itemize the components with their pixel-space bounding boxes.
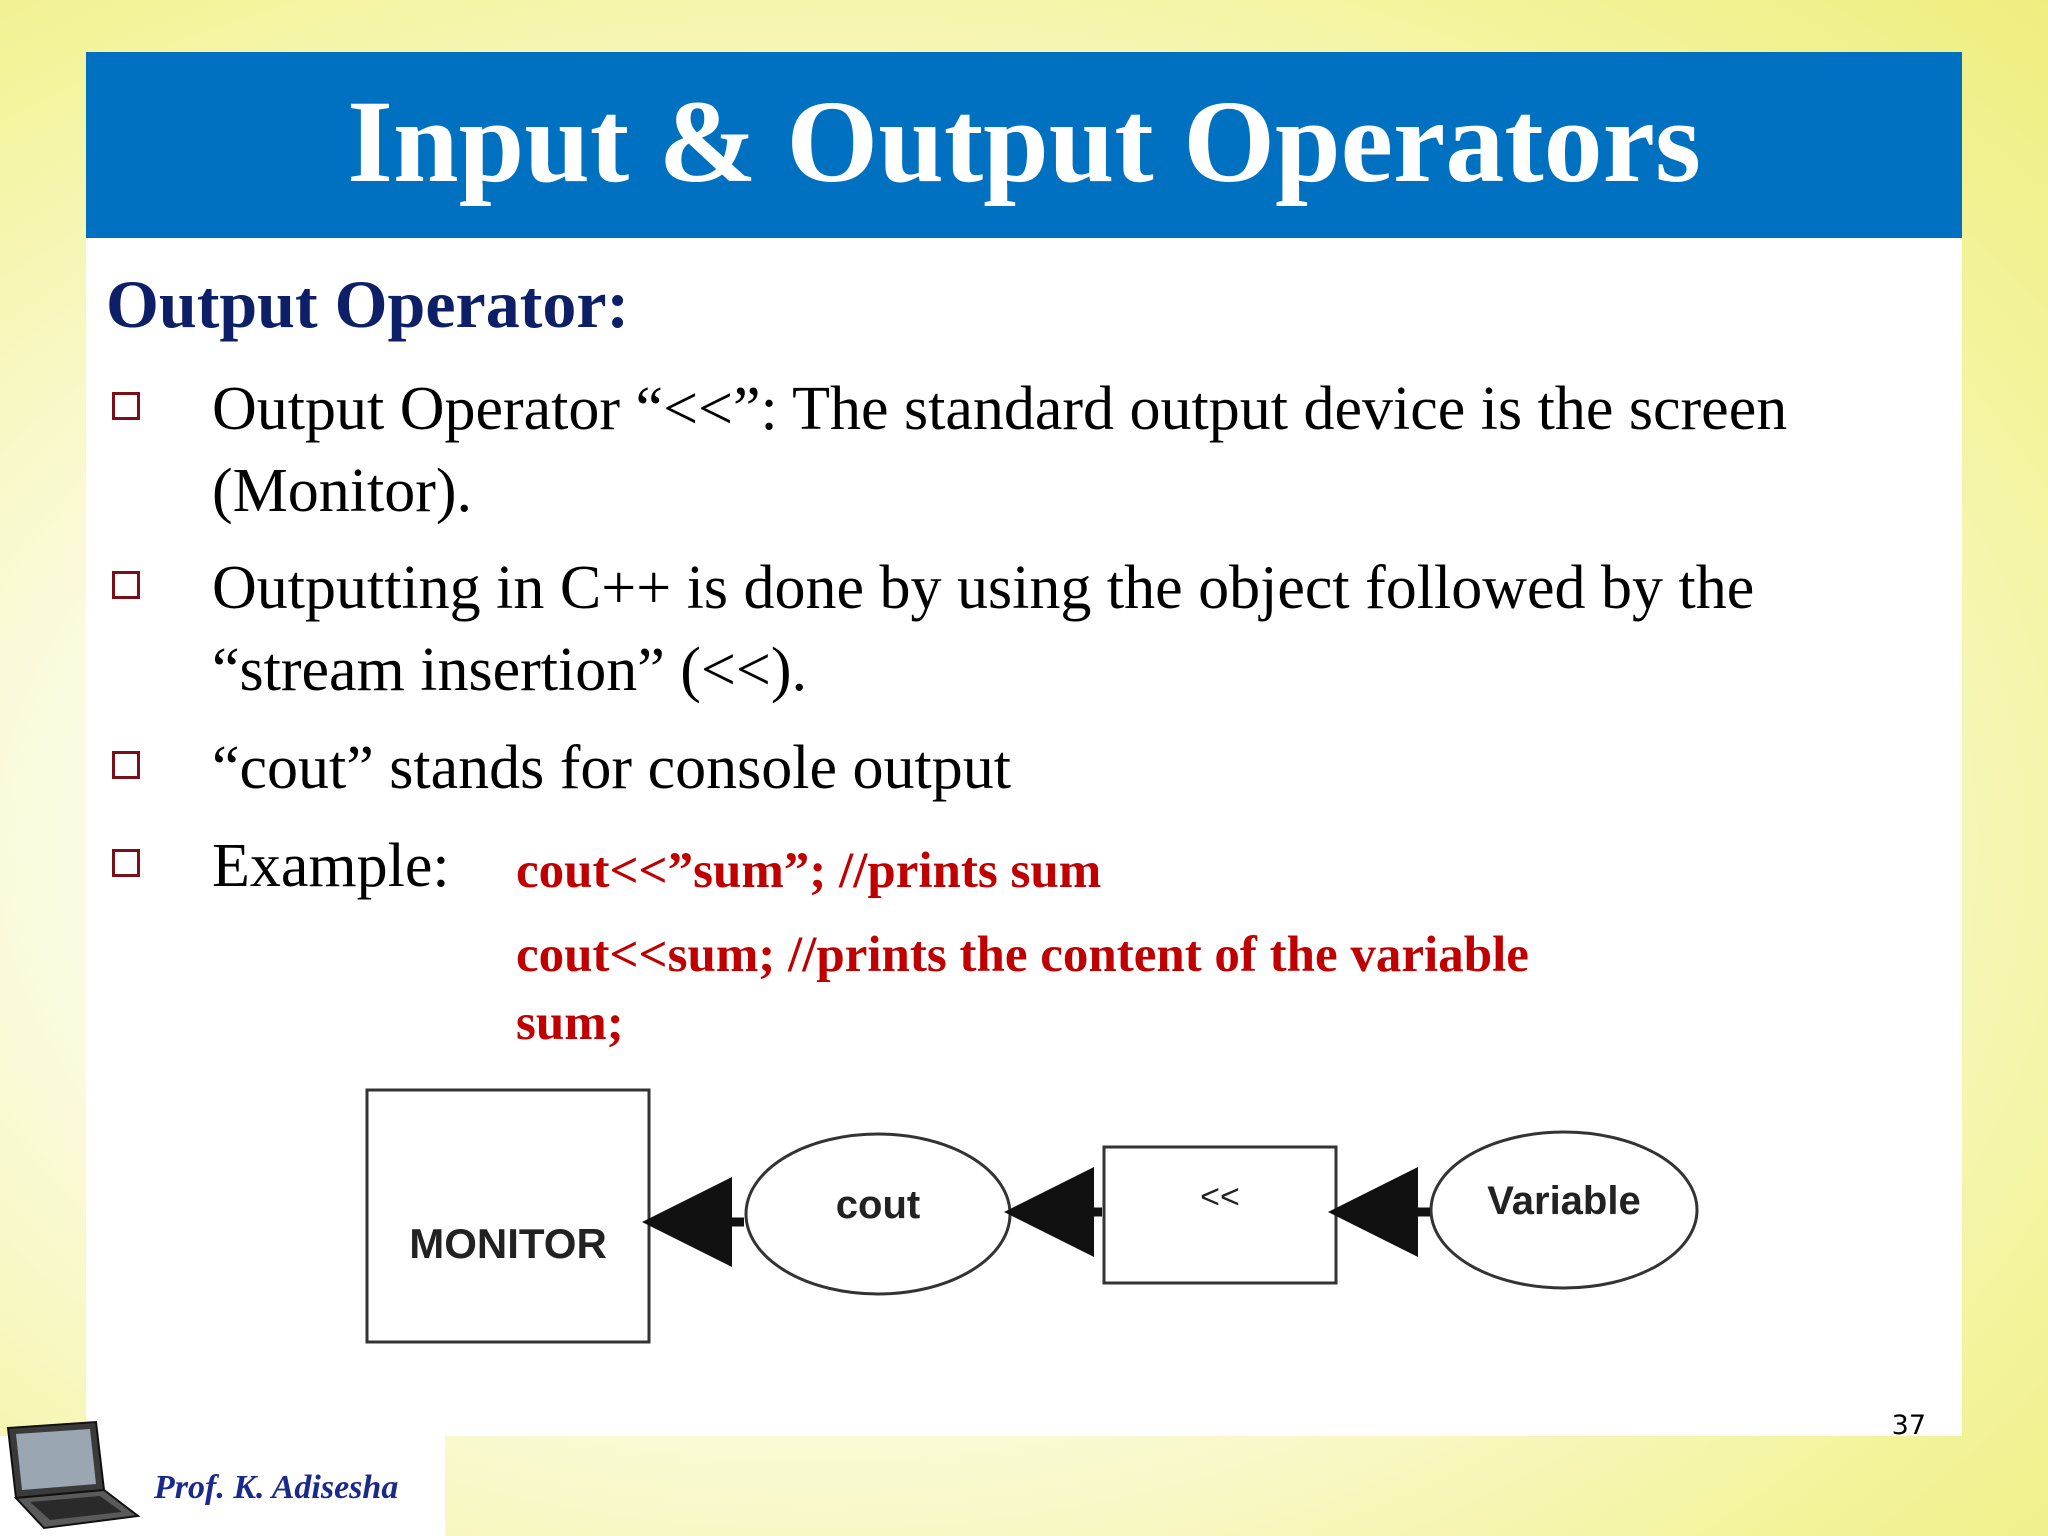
monitor-box: MONITOR [365,1088,651,1344]
square-bullet-icon [112,751,140,779]
monitor-label: MONITOR [409,1220,607,1267]
bullet-text: “cout” stands for console output [212,734,1011,802]
operator-box: << [1102,1145,1338,1285]
code-example-line: cout<<”sum”; //prints sum [516,843,1102,899]
author-name: Prof. K. Adisesha [154,1469,399,1506]
slide-title: Input & Output Operators [347,76,1701,207]
section-heading: Output Operator: [106,266,630,342]
cout-label: cout [836,1183,920,1227]
square-bullet-icon [112,392,140,420]
bullet-text: Example: [212,832,450,900]
cout-ellipse: cout [744,1132,1012,1296]
variable-ellipse: Variable [1429,1130,1699,1290]
bullet-text: Output Operator “<<”: The standard outpu… [212,375,1788,525]
variable-label: Variable [1487,1179,1640,1223]
code-example-line: sum; [516,995,624,1051]
page-number: 37 [1891,1410,1926,1441]
laptop-icon [6,1420,141,1530]
output-flow-diagram: MONITOR cout << Variable [365,1088,1699,1344]
bullet-text: Outputting in C++ is done by using the o… [212,554,1755,704]
square-bullet-icon [112,571,140,599]
code-example-line: cout<<sum; //prints the content of the v… [516,927,1529,983]
title-bar: Input & Output Operators [86,52,1962,238]
operator-label: << [1200,1178,1240,1216]
square-bullet-icon [112,849,140,877]
